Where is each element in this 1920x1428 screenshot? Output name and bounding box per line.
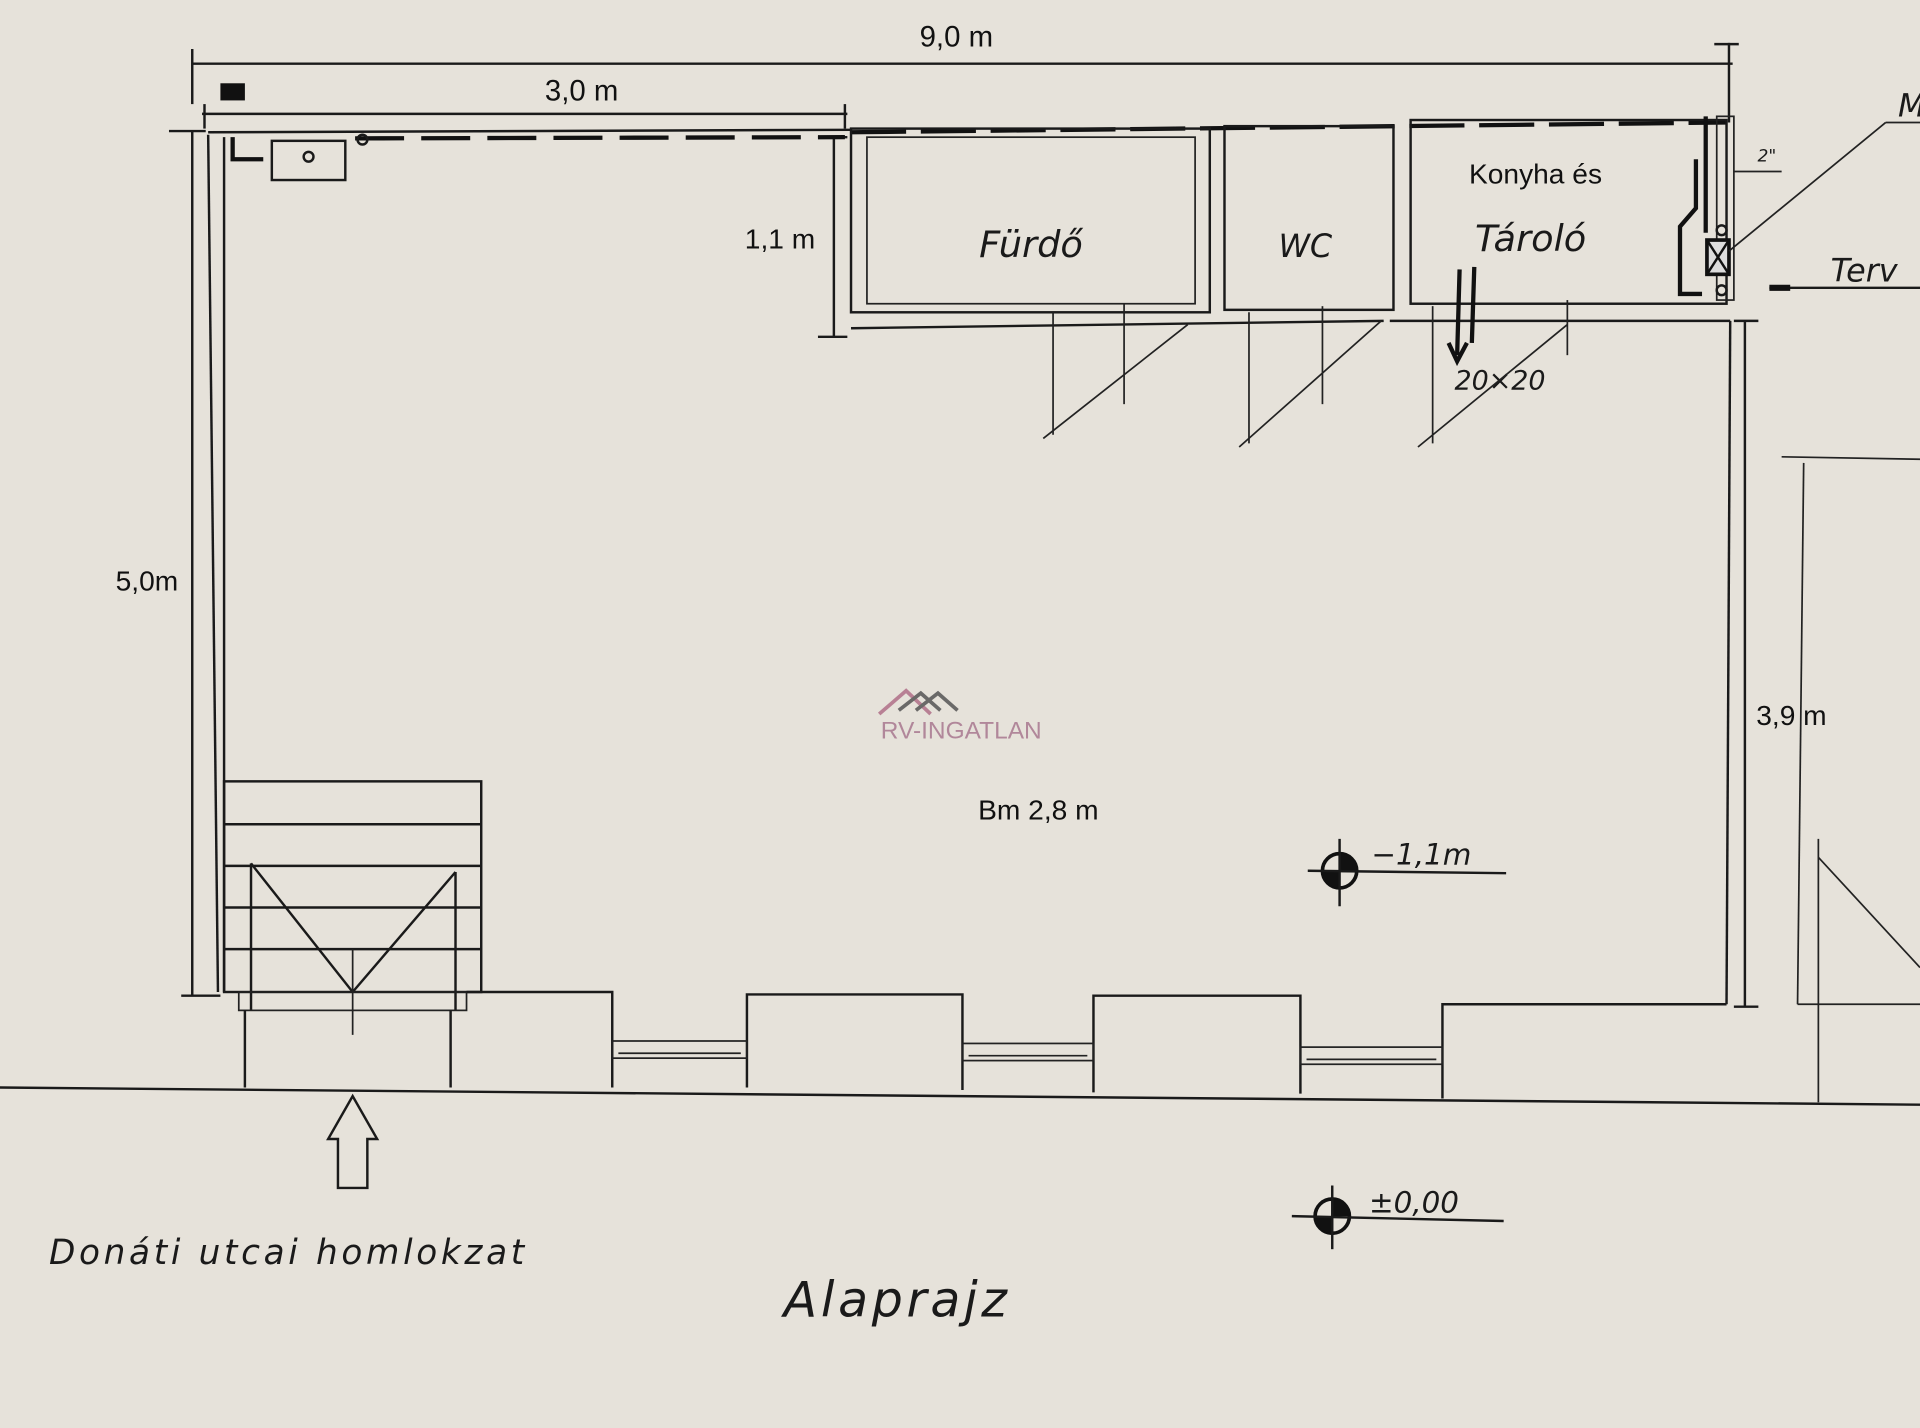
building-outline — [0, 120, 1920, 1106]
planned-label: Terv — [1831, 252, 1899, 290]
dimension-partial-width-label: 3,0 m — [545, 74, 618, 107]
room-bathroom: Fürdő — [849, 127, 1212, 314]
dimension-total-width-label: 9,0 m — [920, 21, 993, 54]
main-room-height-label: Bm 2,8 m — [978, 794, 1098, 825]
service-corridor-lines — [851, 300, 1569, 448]
dimension-right-depth: 3,9 m — [1733, 319, 1827, 1008]
room-wc-label: WC — [1278, 227, 1332, 265]
street-facade — [243, 990, 1727, 1099]
room-kitchen-label-line1: Konyha és — [1469, 159, 1602, 190]
dimension-left-depth: 5,0m — [116, 129, 221, 997]
plan-title: Alaprajz — [781, 1272, 1011, 1329]
window — [961, 1042, 1095, 1062]
street-level-marker: ±0,00 — [1291, 1185, 1504, 1250]
dimension-service-depth-label: 1,1 m — [745, 224, 815, 255]
dimension-partial-width: 3,0 m — [202, 74, 848, 129]
watermark-text: RV-INGATLAN — [881, 717, 1042, 744]
window — [1299, 1046, 1444, 1066]
ground-line — [0, 1086, 1920, 1106]
meter-label: M — [1898, 86, 1920, 124]
floor-level-marker: −1,1m — [1307, 838, 1507, 907]
dimension-total-width: 9,0 m — [191, 21, 1739, 123]
room-kitchen-label-line2: Tároló — [1475, 217, 1586, 260]
dimension-right-depth-label: 3,9 m — [1756, 700, 1826, 731]
watermark-logo: RV-INGATLAN — [877, 688, 1042, 744]
entrance-arrow-icon — [326, 1093, 380, 1190]
floor-level-label: −1,1m — [1371, 838, 1471, 872]
room-bathroom-label: Fürdő — [979, 223, 1083, 266]
pipe-size-label: 2" — [1758, 147, 1777, 167]
gas-meter-corner — [230, 133, 369, 182]
vent-size-label: 20×20 — [1454, 365, 1545, 396]
window — [611, 1040, 748, 1059]
street-level-label: ±0,00 — [1369, 1185, 1459, 1219]
dimension-left-depth-label: 5,0m — [116, 565, 179, 596]
facade-label: Donáti utcai homlokzat — [49, 1233, 528, 1273]
room-wc: WC — [1223, 124, 1395, 312]
water-meter: 2" M Terv — [1677, 86, 1920, 301]
entrance-stairs — [222, 780, 483, 1035]
room-kitchen-storage: Konyha és Tároló 20×20 — [1409, 118, 1728, 396]
corner-marker-icon — [220, 83, 245, 101]
neighbour-building — [1781, 455, 1920, 1103]
